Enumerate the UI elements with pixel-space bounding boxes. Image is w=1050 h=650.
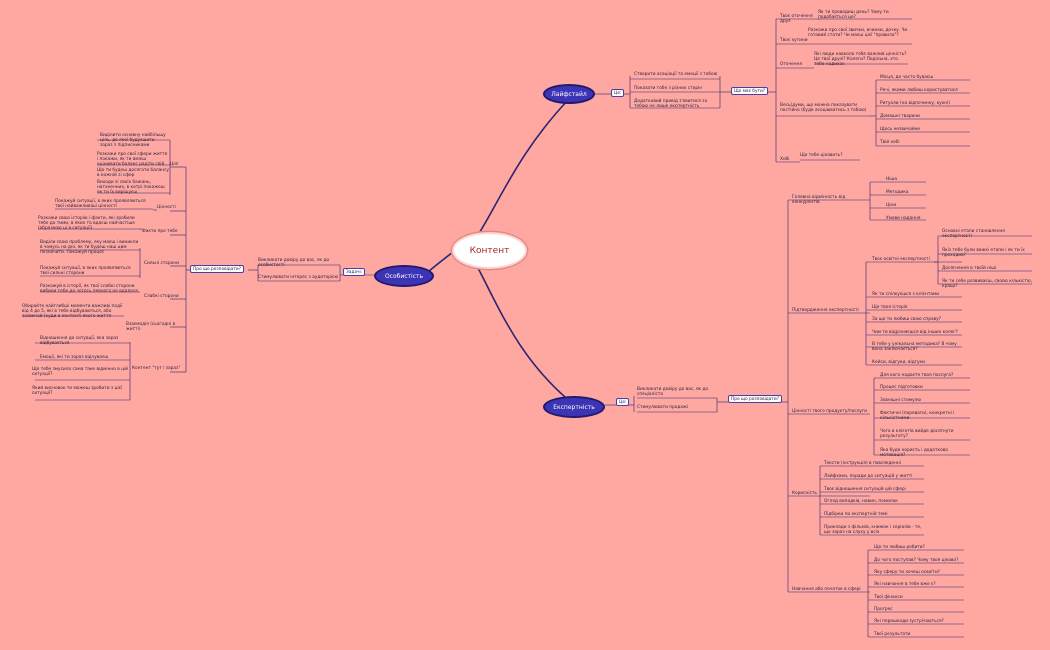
- personality-group-6: Взаємодія (сьогодні в житті): [126, 322, 176, 333]
- expertise-why-node[interactable]: Це:: [616, 398, 630, 406]
- lifestyle-group-5-item-1: Що тебе цікавить?: [800, 153, 843, 158]
- personality-group-5-item-1: Розкажуй в історії, як твої слабкі сторо…: [40, 284, 138, 295]
- expertise-group-4-item-1: Тексти (інструкція) в повсякденні: [824, 461, 901, 466]
- lifestyle-group-3: Оточення: [780, 62, 802, 67]
- personality-group-1: Цілі: [170, 162, 179, 167]
- lifestyle-group-3-item-1: Які люди навколо тебе важлив цінність? Ц…: [814, 52, 907, 68]
- personality-group-7-item-3: Що тебе змусило сама таке відмінно в цій…: [32, 367, 128, 378]
- personality-group-7-item-4: Який висновок ти можеш зробити з цієї си…: [32, 386, 123, 397]
- expertise-group-5: Навчання або початок в сфері: [792, 587, 861, 592]
- expertise-group-3-item-4: Фактичні (переваги), конкретні і кількіс…: [880, 411, 955, 422]
- lifestyle-group-4-item-2: Речі, якими любиш користуватися: [880, 88, 958, 93]
- personality-group-2: Цінності: [157, 205, 176, 210]
- lifestyle-group-4: Весь(думи, що можна показувати постійно …: [780, 103, 867, 114]
- expertise-group-2: Підтвердження експертності: [792, 308, 859, 313]
- expertise-group-3-item-5: Чого в клієнтів вийде досягнути результа…: [880, 429, 954, 440]
- expertise-group-1-item-4: Умови надання: [886, 216, 921, 221]
- expertise-group-1-item-1: Ніша: [886, 177, 897, 182]
- expertise-group-2-item-4: Досягнення в твоїй ніші: [942, 266, 997, 271]
- expertise-group-5-item-4: Які навчання в тебе вже є?: [874, 582, 936, 587]
- expertise-group-3-item-3: Зовнішні стимулю: [880, 398, 922, 403]
- expertise-group-4-item-4: Огляд випадків, новин, помилок: [824, 499, 898, 504]
- expertise-purpose-2: Стимулювати продажі: [637, 405, 689, 410]
- lifestyle-hub[interactable]: Що має бути?: [731, 87, 769, 95]
- lifestyle-group-4-item-3: Ритуали (на відпочинку, кухні): [880, 101, 950, 106]
- personality-group-3: Факти про тебе: [142, 229, 178, 234]
- personality-group-7: Контент "тут і зараз": [132, 366, 181, 371]
- expertise-group-2-item-11: Кейси, відгуки, відгуки: [872, 360, 925, 365]
- expertise-group-1-item-2: Методика: [886, 190, 909, 195]
- expertise-group-5-item-1: Що ти любиш робити?: [874, 545, 925, 550]
- expertise-purpose-1: Викликати довіру до вас, як до спеціаліс…: [637, 387, 709, 398]
- lifestyle-purpose-3: Додатковий привід з'явитися за тобою не …: [634, 99, 708, 110]
- personality-group-1-item-1: Виділити основну найбільшу ціль, до якої…: [100, 133, 166, 149]
- branch-expertise[interactable]: Експертність: [543, 396, 605, 418]
- expertise-group-2-item-9: Чим ти відрізняєшся від інших колег?: [872, 330, 958, 335]
- branch-lifestyle[interactable]: Лайфстайл: [543, 84, 595, 104]
- expertise-group-2-item-8: За що ти любиш свою справу?: [872, 317, 941, 322]
- expertise-group-5-item-5: Твої фінанси: [874, 595, 903, 600]
- personality-group-3-item-1: Розкажи свою історію і факти, які зробил…: [38, 216, 135, 232]
- expertise-group-3-item-6: Яка буде користь і додаткова мотивація?: [880, 448, 948, 459]
- expertise-group-2-item-10: В тебе у унікальна методика? В чому вона…: [872, 342, 957, 353]
- lifestyle-why-node[interactable]: Це:: [611, 89, 625, 97]
- expertise-group-5-item-2: До чого поступав? Чому твоя цікаво?: [874, 558, 959, 563]
- expertise-group-5-item-8: Твої результати: [874, 632, 911, 637]
- lifestyle-group-5: Хобі: [780, 157, 790, 162]
- expertise-group-5-item-6: Прогрес: [874, 607, 893, 612]
- expertise-group-3-item-2: Процес підготовки: [880, 385, 923, 390]
- personality-group-1-item-2: Розкажи про свої сфери життя і покажи, я…: [97, 152, 169, 178]
- lifestyle-group-4-item-4: Домашні тварини: [880, 114, 920, 119]
- personality-task-1: Викликати довіру до вас, як до особистос…: [258, 258, 330, 269]
- personality-hub[interactable]: Про що розповідати?: [190, 265, 244, 273]
- expertise-group-1-item-3: Ціни: [886, 203, 897, 208]
- personality-group-1-item-3: Виходи зі своїх бажань, натхненних, в ко…: [97, 180, 165, 196]
- expertise-group-2-item-5: Як ти себе розвиваєш, своєю кількістю, к…: [942, 279, 1032, 290]
- expertise-group-3: Цінності твого продукту/послуги: [792, 409, 868, 414]
- expertise-group-2-item-3: Якіз тебе були важкі етапи і як ти їх пр…: [942, 248, 1025, 259]
- connector: [477, 97, 571, 236]
- lifestyle-group-4-item-5: Щось незвичайне: [880, 127, 921, 132]
- lifestyle-group-1-item-1: Як ти проводиш день? Чому ти подобається…: [818, 10, 889, 21]
- lifestyle-group-4-item-6: Твій хобі: [880, 140, 900, 145]
- expertise-group-1: Головна відмінність від конкурентів: [792, 195, 846, 206]
- personality-group-4-item-1: Виділи свою проблему, яку маєш і виникли…: [40, 240, 139, 256]
- personality-group-7-item-2: Емоції, які ти зараз відчуваєш: [40, 355, 109, 360]
- personality-group-4: Сильні сторони: [144, 261, 179, 266]
- expertise-group-2-item-7: Ще твоя історія: [872, 305, 908, 310]
- lifestyle-purpose-2: Показати тобе з різних сторін: [634, 86, 703, 91]
- personality-group-7-item-1: Відношення до ситуації, яка зараз відбув…: [40, 336, 119, 347]
- expertise-group-3-item-1: Для кого надаєте твоя послуга?: [880, 373, 954, 378]
- lifestyle-group-2-item-1: Розкажи про свої звички, вчинки, дочку. …: [808, 28, 908, 39]
- personality-task-node[interactable]: Задачі:: [343, 268, 366, 276]
- personality-group-2-item-1: Покажуй ситуації, в яких проявляються тв…: [55, 199, 146, 210]
- expertise-group-5-item-7: Які перешкоди зустрічаються?: [874, 619, 944, 624]
- personality-group-4-item-2: Покажуй ситуації, в яких проявляються тв…: [40, 266, 131, 277]
- expertise-group-2-item-6: Як ти спілкуєшся з клієнтами: [872, 292, 939, 297]
- lifestyle-group-4-item-1: Місця, де часто буваєш: [880, 75, 934, 80]
- personality-group-6-item-1: Обирайте найглибші моменти важливі події…: [22, 304, 123, 320]
- expertise-group-2-item-1: Твоє освітні експертності: [872, 257, 930, 262]
- expertise-group-4-item-6: Приклади з фільмів, книжок і серіалів - …: [824, 525, 922, 536]
- central-topic[interactable]: Контент: [452, 232, 527, 269]
- expertise-group-5-item-3: Яку сферу ти хочеш освоїти?: [874, 570, 941, 575]
- expertise-hub[interactable]: Про що розповідати?: [728, 395, 782, 403]
- lifestyle-group-2: Твоє хутини: [780, 38, 808, 43]
- connector: [477, 267, 573, 404]
- expertise-group-4-item-3: Твоє відношення ситуацій цій сфері: [824, 487, 906, 492]
- expertise-group-4-item-2: Лайфхаки, поради до ситуацій у житті: [824, 474, 913, 479]
- branch-personality[interactable]: Особистість: [374, 265, 434, 287]
- expertise-group-4: Корисність: [792, 491, 817, 496]
- expertise-group-4-item-5: Підбірки по експертній темі: [824, 512, 888, 517]
- lifestyle-purpose-1: Створити асоціації та емоції з тобою: [634, 72, 718, 77]
- personality-task-2: Стимулювати інтерес з аудиторією: [258, 275, 339, 280]
- personality-group-5: Слабкі сторони: [144, 294, 179, 299]
- lifestyle-group-1: Твоє оточення друз: [780, 14, 813, 25]
- expertise-group-2-item-2: Основні етапи становлення експертності: [942, 229, 1005, 240]
